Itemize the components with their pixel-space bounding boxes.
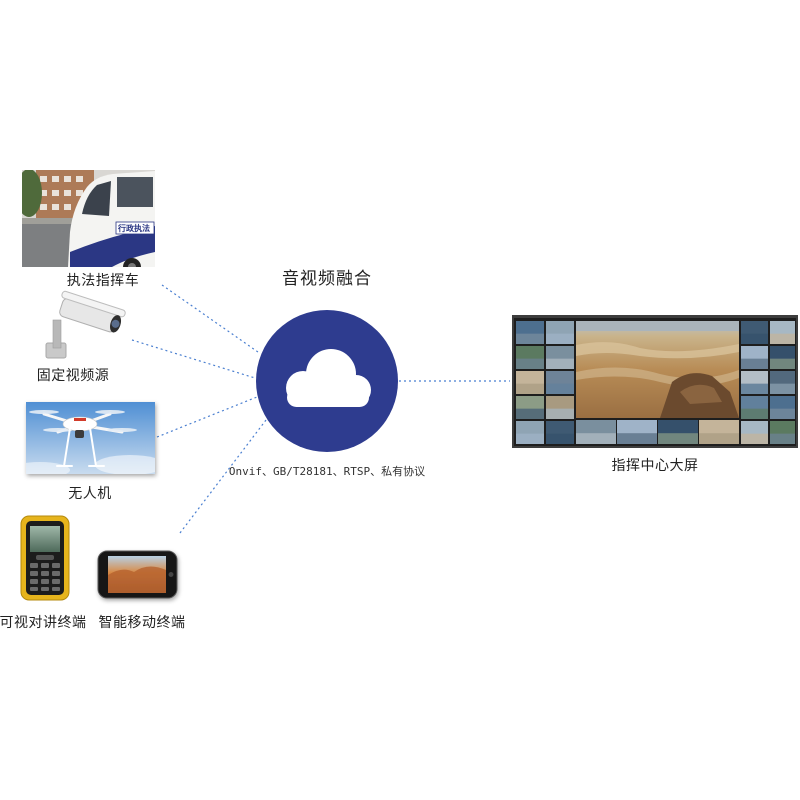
- link-line-camera: [131, 339, 256, 379]
- video-tile-scene: [741, 433, 768, 444]
- video-tile-scene: [770, 333, 795, 344]
- rugged-phone-icon: [20, 515, 70, 601]
- video-tile-scene: [741, 408, 768, 419]
- source-label-camera: 固定视频源: [37, 368, 110, 384]
- video-tile-scene: [770, 358, 795, 369]
- drone-photo: [26, 402, 155, 474]
- video-tile-scene: [770, 383, 795, 394]
- source-label-vehicle: 执法指挥车: [67, 272, 140, 289]
- source-label-intercom: 可视对讲终端: [0, 615, 87, 631]
- video-tile-scene: [741, 383, 768, 394]
- video-tile-scene: [741, 333, 768, 344]
- connection-lines: [131, 284, 510, 534]
- video-wall-photo: [512, 315, 798, 448]
- video-tile-scene: [546, 358, 574, 369]
- video-tile-scene: [741, 358, 768, 369]
- protocol-text: Onvif、GB/T28181、RTSP、私有协议: [229, 464, 425, 478]
- target-label: 指挥中心大屏: [612, 458, 699, 474]
- video-tile-scene: [546, 383, 574, 394]
- video-tile-scene: [516, 383, 544, 394]
- video-tile-scene: [546, 408, 574, 419]
- video-tiles: [516, 321, 795, 444]
- video-tile-scene: [770, 433, 795, 444]
- cloud-icon: [286, 349, 371, 407]
- vehicle-lettering: 行政执法: [117, 223, 150, 233]
- video-tile-scene: [546, 333, 574, 344]
- link-line-vehicle: [161, 284, 259, 353]
- link-line-drone: [156, 396, 258, 438]
- video-tile-scene: [516, 433, 544, 444]
- main-flood-feed: [576, 321, 739, 418]
- source-label-drone: 无人机: [68, 486, 112, 502]
- hub-title: 音视频融合: [282, 269, 372, 289]
- command-vehicle-photo: 行政执法: [22, 170, 155, 267]
- video-tile-scene: [576, 433, 616, 444]
- cctv-camera-icon: [45, 290, 126, 359]
- video-tile-scene: [516, 333, 544, 344]
- video-tile-scene: [770, 408, 795, 419]
- video-tile-scene: [617, 433, 657, 444]
- fusion-hub: [256, 310, 398, 452]
- video-tile-scene: [699, 433, 739, 444]
- video-tile-scene: [658, 433, 698, 444]
- smartphone-icon: [97, 550, 178, 599]
- source-label-mobile: 智能移动终端: [99, 615, 186, 631]
- video-tile-scene: [516, 358, 544, 369]
- link-line-terminals: [179, 419, 267, 534]
- video-tile-scene: [516, 408, 544, 419]
- video-tile-scene: [546, 433, 574, 444]
